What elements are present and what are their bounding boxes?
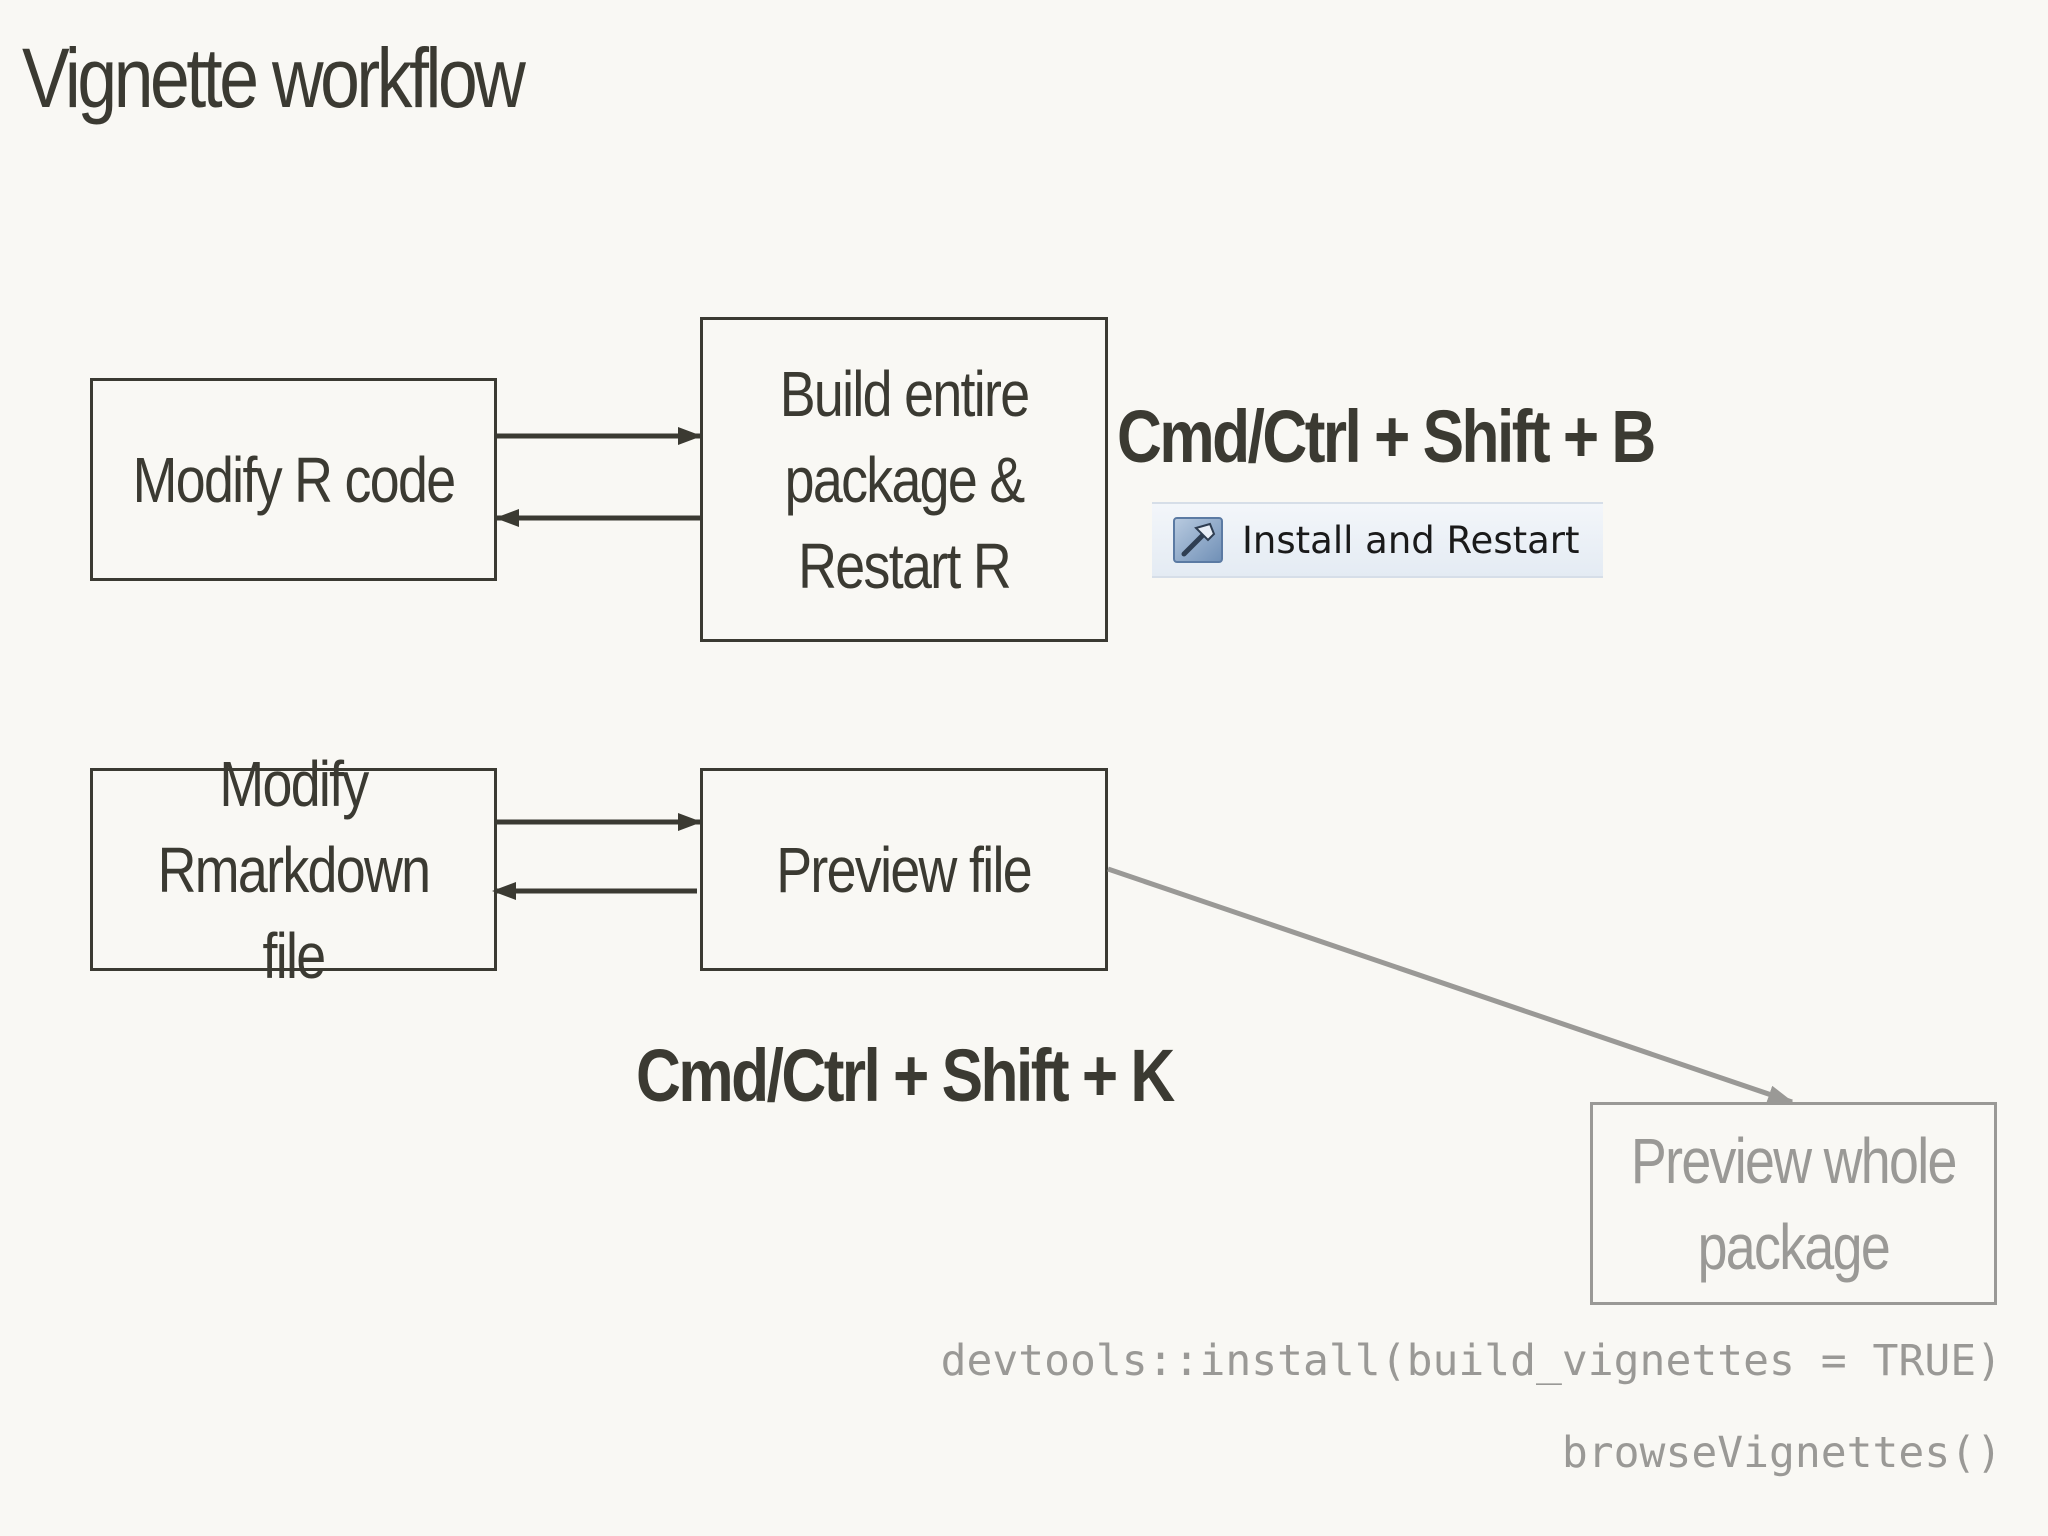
modify-r-code-box: Modify R code: [90, 378, 497, 581]
browse-code: browseVignettes(): [1561, 1428, 2002, 1478]
preview-package-box: Preview whole package: [1590, 1102, 1997, 1305]
slide-title: Vignette workflow: [22, 31, 526, 125]
modify-rmarkdown-label: Modify Rmarkdown file: [157, 747, 431, 992]
hammer-icon: [1173, 517, 1223, 563]
build-restart-label: Build entire package & Restart R: [779, 357, 1030, 602]
preview-package-label: Preview whole package: [1631, 1124, 1957, 1283]
build-shortcut: Cmd/Ctrl + Shift + B: [1117, 395, 1656, 478]
knit-shortcut: Cmd/Ctrl + Shift + K: [636, 1034, 1175, 1117]
preview-file-box: Preview file: [700, 768, 1108, 971]
install-code: devtools::install(build_vignettes = TRUE…: [940, 1336, 2002, 1386]
install-and-restart-label: Install and Restart: [1242, 518, 1580, 562]
arrow-preview-to-package: [1107, 866, 1794, 1105]
modify-r-code-label: Modify R code: [132, 443, 456, 516]
modify-rmarkdown-box: Modify Rmarkdown file: [90, 748, 497, 992]
preview-file-label: Preview file: [776, 833, 1033, 906]
build-restart-box: Build entire package & Restart R: [700, 317, 1108, 642]
install-and-restart-button[interactable]: Install and Restart: [1152, 502, 1603, 578]
